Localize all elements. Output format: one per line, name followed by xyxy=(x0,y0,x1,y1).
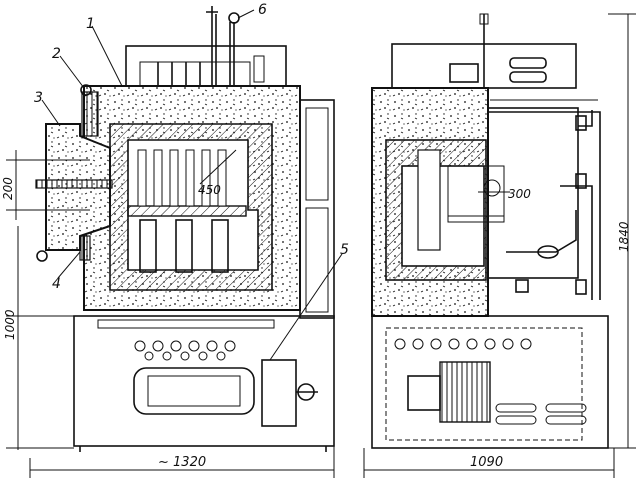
callout-6: 6 xyxy=(258,2,267,18)
muffle xyxy=(127,205,247,217)
dim-1320: ~ 1320 xyxy=(158,455,206,470)
dim-1000: 1000 xyxy=(3,309,17,340)
transformer xyxy=(133,359,318,427)
callout-4: 4 xyxy=(52,276,61,292)
right-transformer xyxy=(439,361,491,423)
side-section-view xyxy=(371,13,609,449)
callout-3: 3 xyxy=(34,90,43,106)
top-valve xyxy=(228,12,240,24)
front-section-view xyxy=(35,6,335,452)
callout-5: 5 xyxy=(340,242,349,258)
side-flue xyxy=(299,99,335,319)
dimension-lines xyxy=(6,13,636,478)
dim-450: 450 xyxy=(198,183,221,197)
dim-1840: 1840 xyxy=(617,221,631,252)
dim-300: 300 xyxy=(508,187,531,201)
top-cabinet xyxy=(125,45,287,87)
callout-leaders xyxy=(41,9,343,361)
lower-cabinet xyxy=(73,315,335,447)
dim-200: 200 xyxy=(1,177,15,200)
indicator-lamps xyxy=(134,340,236,361)
right-chamber-cutaway xyxy=(487,107,579,279)
callout-1: 1 xyxy=(86,16,95,32)
door-seal xyxy=(79,235,91,261)
upper-seal xyxy=(81,91,99,137)
right-lower-cabinet xyxy=(371,315,609,449)
dim-1090: 1090 xyxy=(470,455,503,470)
callout-2: 2 xyxy=(52,46,61,62)
